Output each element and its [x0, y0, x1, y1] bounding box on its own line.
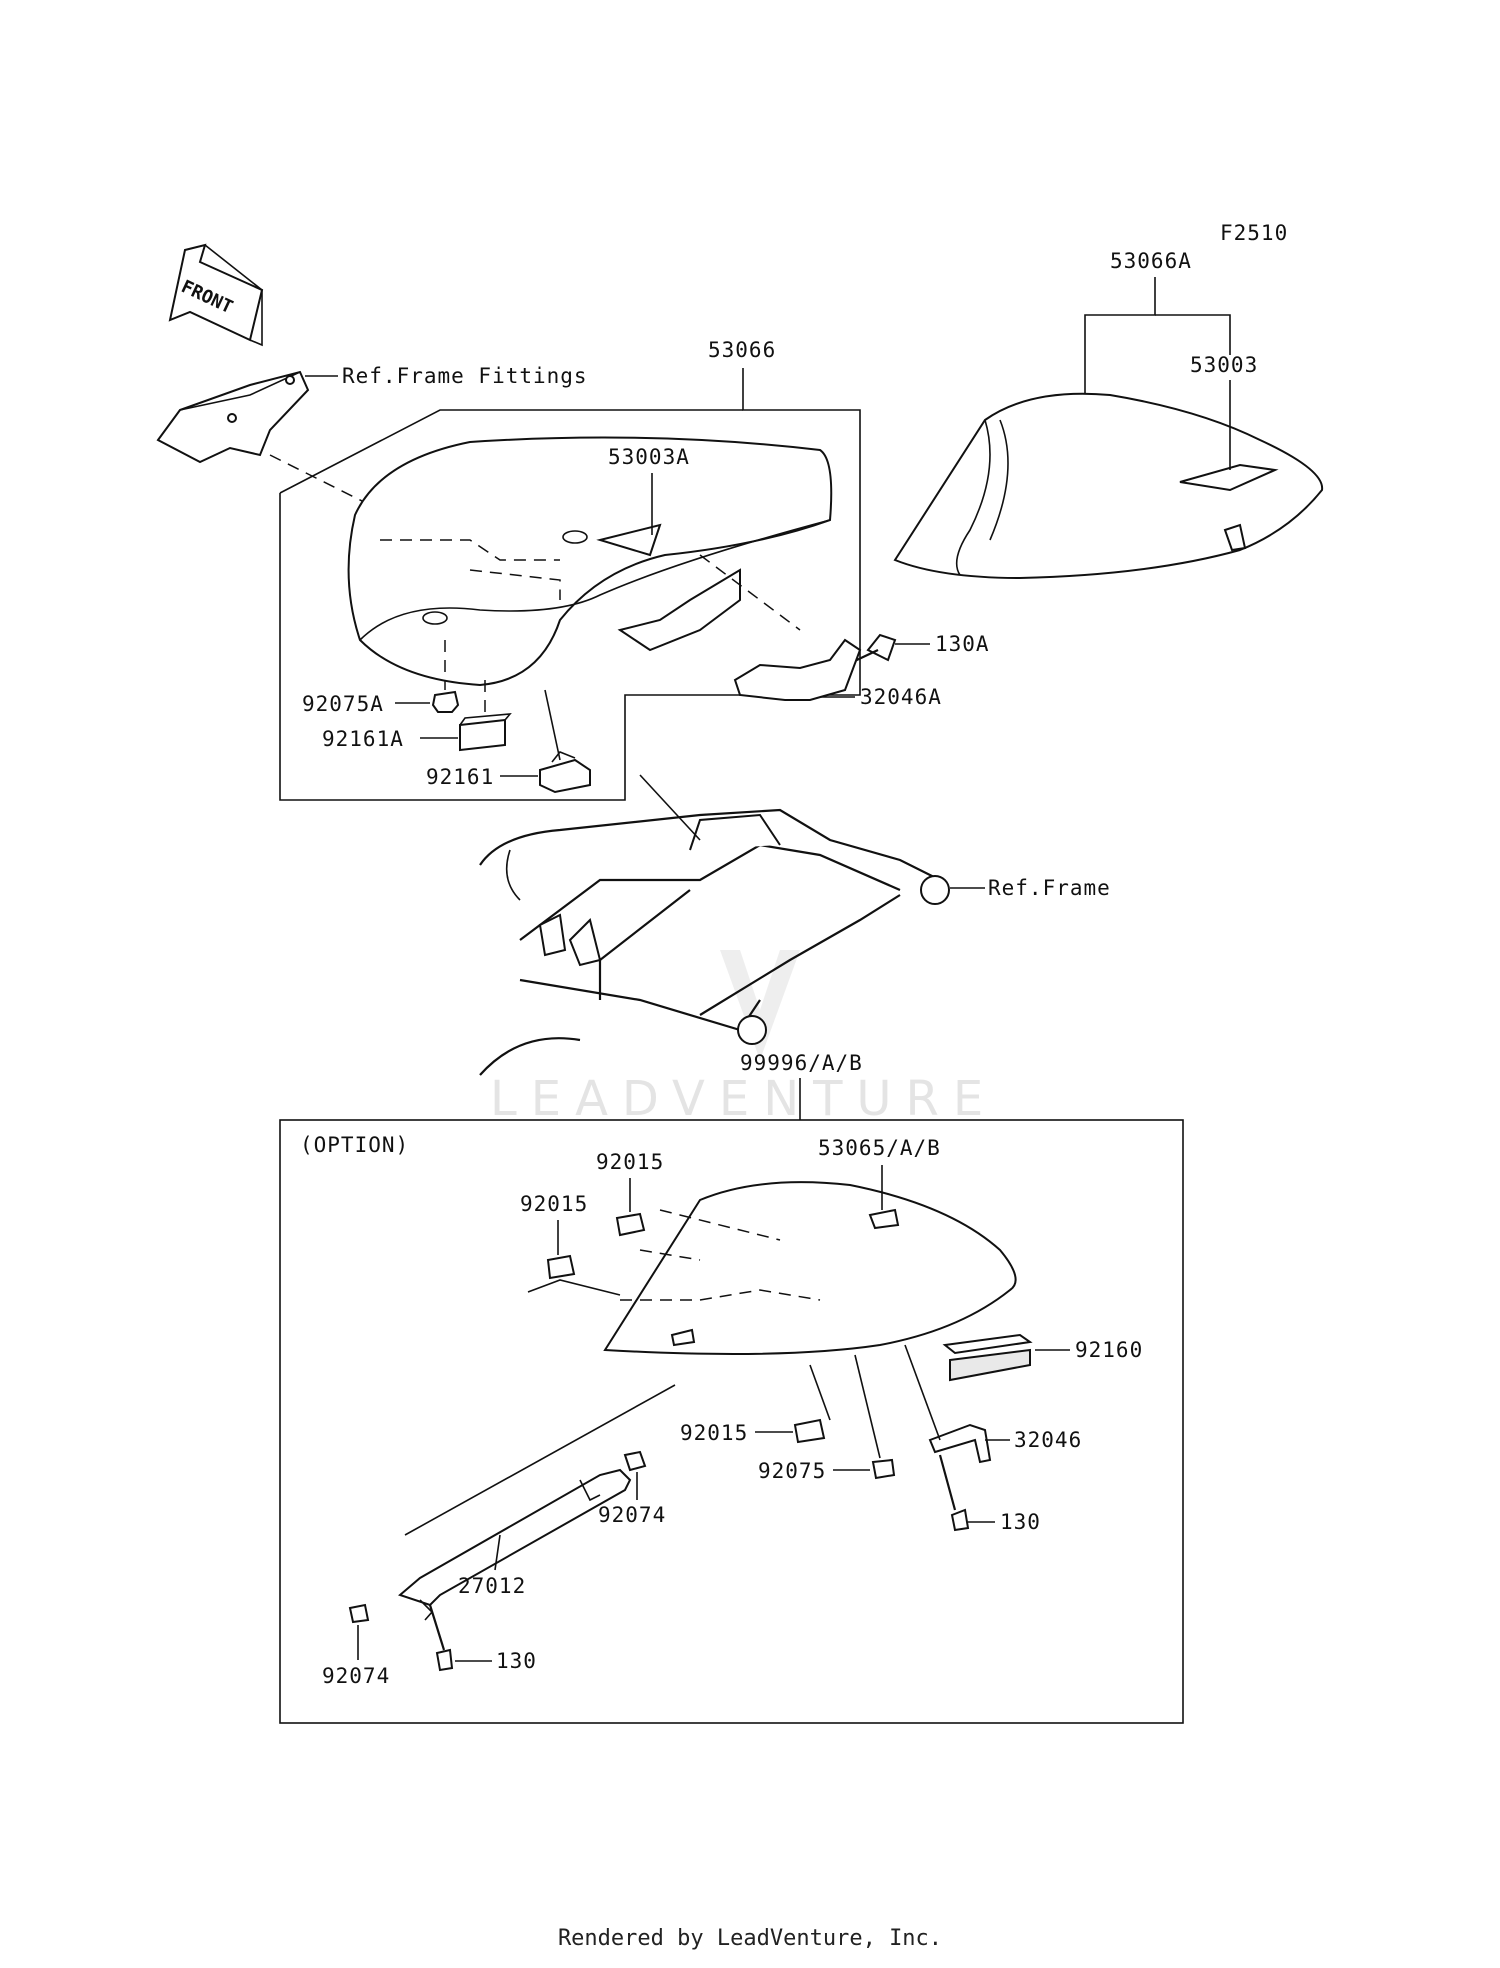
- callout-53003: 53003: [1190, 353, 1258, 377]
- callout-32046: 32046: [1014, 1428, 1082, 1452]
- bolt-130-a: [938, 1454, 970, 1532]
- callout-27012: 27012: [458, 1574, 526, 1598]
- diagram-code: F2510: [1220, 221, 1288, 245]
- callout-92074-b: 92074: [322, 1664, 390, 1688]
- clip-92015-b: [546, 1254, 576, 1280]
- callout-32046A: 32046A: [860, 685, 942, 709]
- bracket-32046: [928, 1423, 992, 1464]
- clip-92161: [539, 751, 591, 794]
- callout-53065: 53065/A/B: [818, 1136, 941, 1160]
- clip-92015-a: [615, 1212, 646, 1237]
- callout-130A: 130A: [935, 632, 990, 656]
- passenger-seat-53066A: [893, 392, 1324, 580]
- callout-92161: 92161: [426, 765, 494, 789]
- callout-130-a: 130: [1000, 1510, 1041, 1534]
- callout-92074-a: 92074: [598, 1503, 666, 1527]
- callout-53003A: 53003A: [608, 445, 690, 469]
- callout-92015-c: 92015: [680, 1421, 748, 1445]
- ref-frame: [479, 808, 950, 1076]
- callout-92015-b: 92015: [520, 1192, 588, 1216]
- callout-53066: 53066: [708, 338, 776, 362]
- callout-53066A: 53066A: [1110, 249, 1192, 273]
- ref-frame-fittings-bracket: [156, 370, 310, 464]
- damper-92075: [871, 1458, 896, 1480]
- rider-seat-53066: [347, 436, 833, 687]
- pad-92161A: [459, 713, 512, 752]
- callout-99996: 99996/A/B: [740, 1051, 863, 1075]
- damper-92075A: [431, 690, 460, 713]
- callout-ref-frame: Ref.Frame: [988, 876, 1111, 900]
- clip-92015-c: [793, 1418, 826, 1444]
- option-box: [279, 1119, 1184, 1724]
- watermark-logo: [720, 950, 800, 1060]
- cap-92074-a: [623, 1450, 647, 1472]
- callout-92075: 92075: [758, 1459, 826, 1483]
- seat-cowl-53065: [603, 1181, 1017, 1355]
- callout-92015-a: 92015: [596, 1150, 664, 1174]
- callout-130-b: 130: [496, 1649, 537, 1673]
- bracket-32046A: [733, 638, 862, 701]
- callout-92160: 92160: [1075, 1338, 1143, 1362]
- front-arrow-icon: FRONT: [168, 243, 264, 347]
- cap-92074-b: [348, 1603, 370, 1624]
- callout-92075A: 92075A: [302, 692, 384, 716]
- pad-92160: [942, 1333, 1033, 1382]
- bolt-130-b: [428, 1604, 454, 1672]
- callout-92161A: 92161A: [322, 727, 404, 751]
- footer-credit: Rendered by LeadVenture, Inc.: [557, 1926, 943, 1951]
- callout-ref-frame-fittings: Ref.Frame Fittings: [342, 364, 588, 388]
- watermark: LEADVENTURE: [490, 1071, 997, 1127]
- option-label: (OPTION): [300, 1133, 409, 1157]
